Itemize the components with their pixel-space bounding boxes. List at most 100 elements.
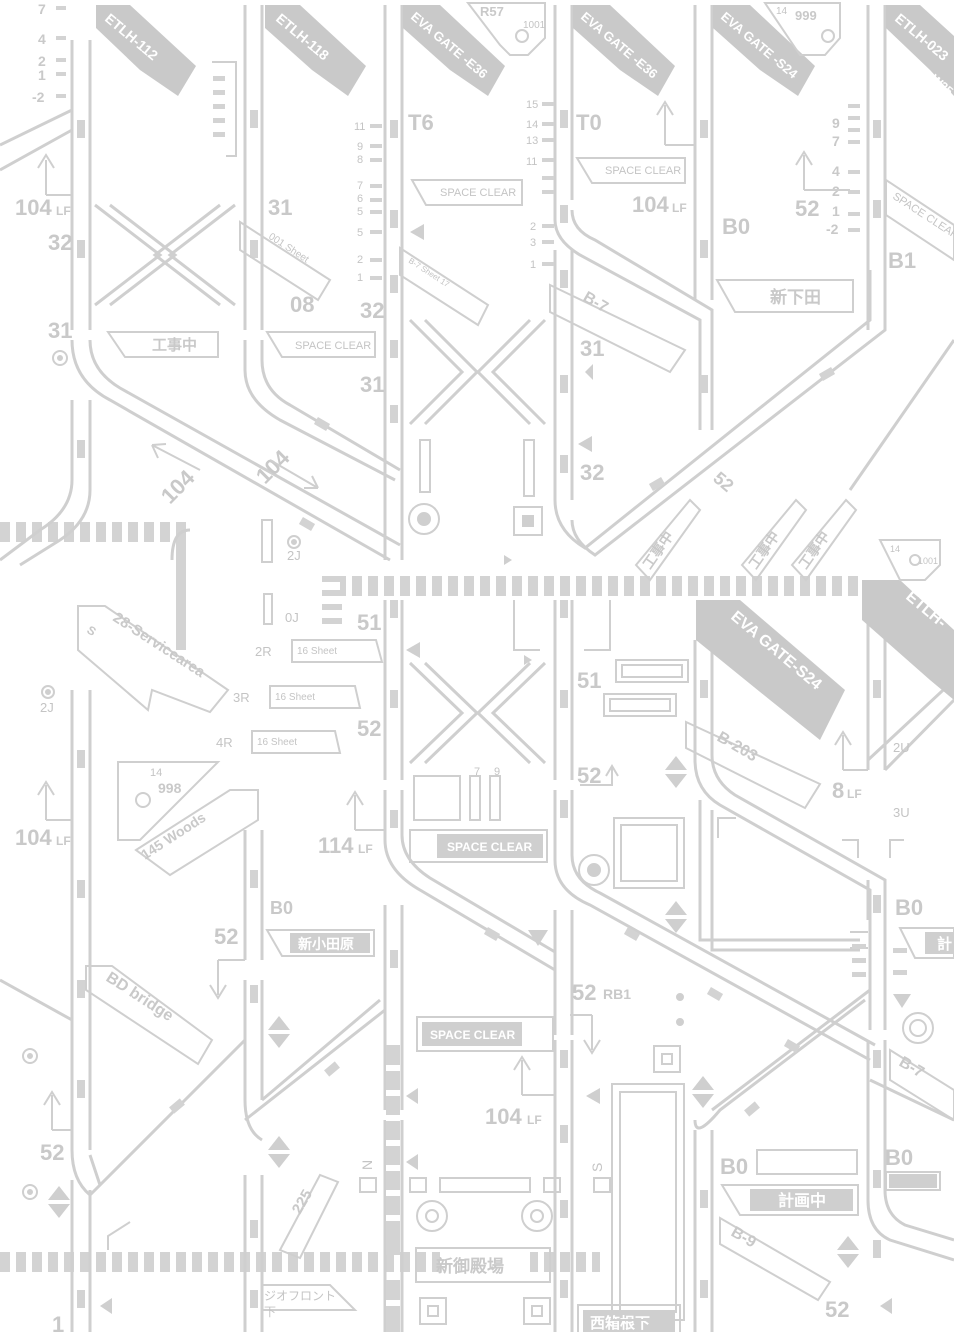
label-signs-shin_odawara: 新小田原: [298, 936, 354, 952]
label-levels-l114: 114: [318, 833, 354, 858]
label-signs-kanji_partial: 計: [937, 935, 952, 953]
label-levels-lT6: T6: [408, 110, 434, 135]
sign-b7-sheet: B-7 Sheet 17: [399, 246, 490, 327]
label-signs-sheet_16: 16 Sheet: [297, 646, 337, 657]
dashed-band-vertical: [172, 530, 192, 650]
arrow-up-1: [37, 153, 72, 196]
arrows: [37, 100, 868, 1131]
label-levels-l2U: 2U: [893, 740, 910, 755]
square-markers: [107, 61, 941, 1325]
label-levels-l2R: 2R: [255, 644, 272, 659]
label-levels-lf: LF: [56, 834, 71, 848]
arrow-up-8: [834, 730, 868, 771]
label-levels-l104a: 104: [15, 195, 52, 220]
label-levels-lB0a: B0: [722, 214, 750, 239]
arrow-diag-2: [269, 459, 319, 489]
label-levels-lf: LF: [527, 1113, 542, 1127]
label-scale_mid2-2: 13: [526, 135, 538, 147]
label-scale_right-2: 4: [832, 163, 840, 179]
sign-planning: 計画中: [720, 1184, 859, 1216]
label-signs-sheet_16: 16 Sheet: [275, 692, 315, 703]
arrow-up-6: [43, 1090, 72, 1131]
label-levels-lB0c: B0: [895, 895, 923, 920]
label-levels-lf: LF: [56, 204, 71, 218]
label-scale_mid-3: 7: [357, 180, 363, 192]
dash-stack: [213, 76, 907, 1332]
label-levels-l31d: 31: [360, 372, 384, 397]
label-scale_mid2-5: 3: [530, 237, 536, 249]
label-levels-l9: 9: [494, 766, 500, 778]
label-signs-sheet_16: 16 Sheet: [257, 737, 297, 748]
sign-space-clear-5: SPACE CLEAR: [416, 1016, 554, 1052]
sign-koji-2: 工事中: [634, 498, 702, 582]
arrow-up-3: [795, 150, 850, 191]
label-levels-l104b: 104: [632, 192, 669, 217]
label-scale_right-4: 1: [832, 203, 840, 219]
label-levels-l7: 7: [474, 766, 480, 778]
gate-eva-s24-lower: EVA GATE-S24: [696, 600, 845, 740]
sign-space-clear-4: SPACE CLEAR: [409, 829, 548, 863]
dashed-band-center: [340, 576, 860, 596]
badge-1001-lower: 14 1001: [878, 539, 941, 581]
label-scale_mid2-1: 14: [526, 119, 538, 131]
sign-shin-odawara: 新小田原: [265, 929, 375, 957]
arrow-right-1: [580, 764, 619, 786]
label-levels-lB0e: B0: [885, 1145, 913, 1170]
label-scale_right-1: 7: [832, 133, 840, 149]
label-levels-lN: N: [359, 1160, 375, 1170]
label-levels-l3R: 3R: [233, 690, 250, 705]
label-top_badges-n999: 999: [795, 8, 817, 23]
label-levels-l1: 1: [52, 1312, 64, 1332]
label-scale_mid-8: 1: [357, 272, 363, 284]
label-levels-lRB1: RB1: [603, 986, 631, 1002]
scale-right: 9 7 4 2 1 -2: [826, 104, 860, 237]
sign-koji-4: 工事中: [790, 498, 858, 582]
label-top_badges-n14b: 14: [890, 544, 900, 554]
label-signs-geofront_sub: 下: [264, 1305, 276, 1319]
label-levels-l52c: 52: [577, 763, 601, 788]
label-signs-space_clear: SPACE CLEAR: [295, 340, 371, 352]
label-levels-l2Jb: 2J: [40, 700, 54, 715]
sign-16-sheet-1: 16 Sheet: [291, 639, 384, 663]
label-signs-n52: 52: [709, 468, 737, 496]
label-levels-l52e: 52: [572, 980, 596, 1005]
label-levels-l31a: 31: [48, 318, 72, 343]
label-levels-l3U: 3U: [893, 805, 910, 820]
label-signs-under_construction: 工事中: [152, 336, 197, 354]
scale-mid2: 15 14 13 11 2 3 1: [526, 99, 554, 271]
label-signs-n14c: 14: [150, 767, 162, 779]
arrow-diag-1: [151, 443, 201, 471]
sign-woods: 145 Woods: [134, 789, 259, 877]
gate-arc: [170, 528, 191, 561]
label-scale_left-0: 7: [38, 1, 46, 17]
sign-b7: B-7: [549, 283, 687, 374]
label-signs-space_clear: SPACE CLEAR: [440, 187, 516, 199]
label-scale_mid-6: 5: [357, 227, 363, 239]
label-levels-l52a: 52: [795, 196, 819, 221]
label-levels-l32b: 32: [360, 298, 384, 323]
label-signs-b203: B-203: [714, 729, 760, 766]
label-levels-lB0d: B0: [720, 1154, 748, 1179]
label-levels-lf: LF: [358, 842, 373, 856]
sign-geofront: ジオフロント 下: [261, 1284, 358, 1319]
label-signs-shin_gotemba: 新御殿場: [436, 1256, 504, 1276]
label-top_badges-n1001: 1001: [523, 20, 546, 31]
arrow-down-2: [570, 1014, 601, 1055]
track-lines: [0, 5, 954, 1332]
label-signs-bd_bridge: BD bridge: [103, 969, 176, 1025]
circle-markers: [22, 350, 934, 1232]
label-signs-planning: 計画中: [778, 1191, 826, 1210]
badge-999: 14 999: [763, 2, 841, 56]
label-levels-l32a: 32: [48, 230, 72, 255]
sign-koji-1: 工事中: [106, 331, 219, 358]
sign-001-sheet: 001 Sheet: [239, 220, 332, 302]
label-levels-l52g: 52: [40, 1140, 64, 1165]
sign-space-clear-1: SPACE CLEAR: [410, 179, 523, 206]
label-signs-space_clear: SPACE CLEAR: [447, 840, 532, 854]
label-scale_mid2-3: 11: [526, 156, 537, 168]
sign-koji-3: 工事中: [740, 498, 808, 582]
label-signs-space_clear: SPACE CLEAR: [890, 190, 954, 242]
label-levels-l104c: 104: [15, 825, 52, 850]
gate-etlh-112: ETLH-112 N68: [96, 5, 196, 97]
